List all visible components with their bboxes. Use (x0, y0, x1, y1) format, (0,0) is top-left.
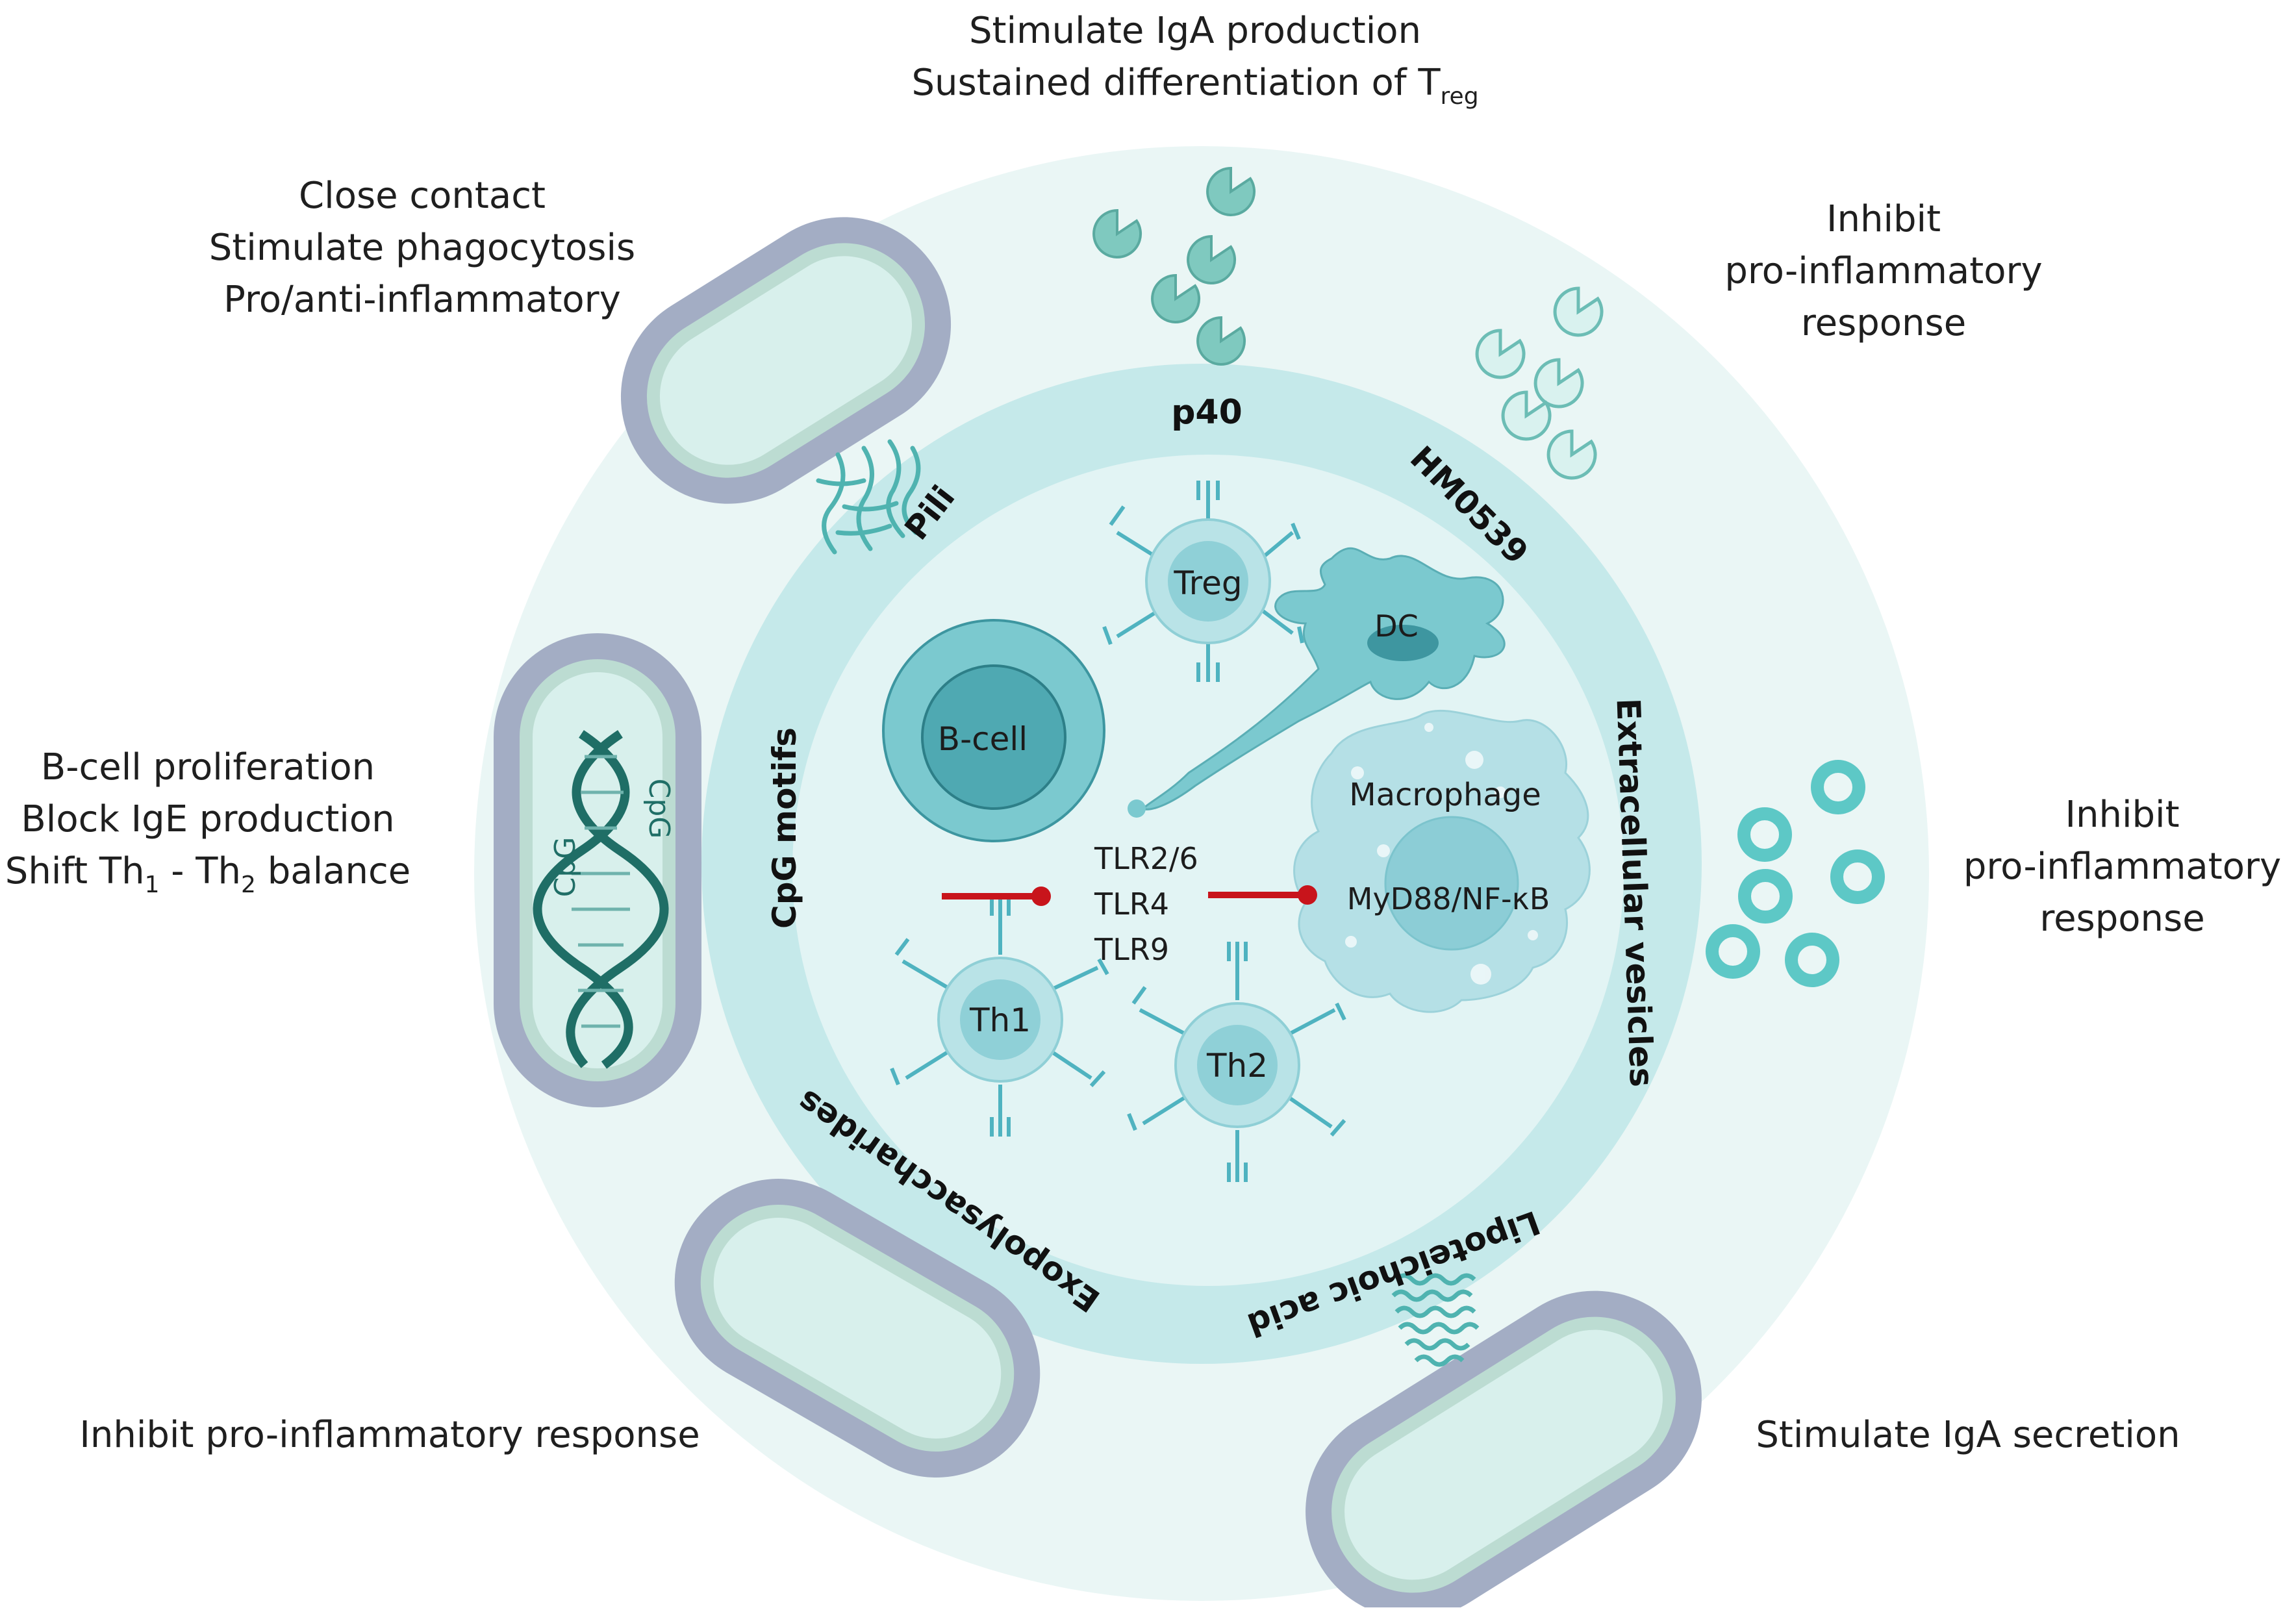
tlr-label-2: TLR4 (1094, 887, 1169, 922)
dc-dendrite-tip (1128, 799, 1146, 818)
effect-left: B-cell proliferation Block IgE productio… (0, 742, 416, 898)
effect-top-left: Close contact Stimulate phagocytosis Pro… (195, 170, 650, 326)
effect-top-left-line3: Pro/anti-inflammatory (223, 279, 621, 321)
ring-label-cpg-motifs: CpG motifs (766, 727, 803, 929)
effect-top-left-line2: Stimulate phagocytosis (208, 227, 636, 269)
dc-label: DC (1374, 609, 1419, 644)
effect-top-left-line1: Close contact (299, 175, 546, 217)
effect-top-right-line3: response (1800, 302, 1967, 344)
b-cell-label: B-cell (938, 720, 1028, 758)
p40-molecules (1092, 166, 1256, 366)
hm0539-molecules (1475, 286, 1604, 480)
macrophage-label: Macrophage (1349, 777, 1541, 813)
effect-right-line3: response (2039, 898, 2205, 940)
effect-right: Inhibit pro-inflammatory response (1949, 789, 2296, 945)
effect-left-line3: Shift Th1 - Th2 balance (5, 850, 411, 898)
effect-top-right-line1: Inhibit (1826, 198, 1941, 240)
effect-bottom-right-line1: Stimulate IgA secretion (1756, 1414, 2180, 1456)
effect-bottom-left-line1: Inhibit pro-inflammatory response (79, 1414, 700, 1456)
bacterium-left (494, 633, 701, 1107)
effect-right-line2: pro-inflammatory (1963, 846, 2282, 888)
effect-bottom-right: Stimulate IgA secretion (1676, 1409, 2260, 1461)
tlr-label-3: TLR9 (1094, 932, 1169, 967)
lipoteichoic-acid-icon (1391, 1273, 1480, 1367)
effect-top-line1: Stimulate IgA production (968, 10, 1422, 52)
effect-bottom-left: Inhibit pro-inflammatory response (52, 1409, 727, 1461)
bacterium-bottom-right (1306, 1290, 1702, 1610)
macrophage-nucleus (1384, 816, 1519, 951)
effect-top-line2: Sustained differentiation of Treg (911, 62, 1479, 110)
cpg-label-a: CpG (642, 779, 675, 839)
pili-icon (816, 439, 921, 555)
th1-label: Th1 (969, 1001, 1031, 1039)
b-cell-nucleus (921, 664, 1066, 810)
bacterium-bottom-left (674, 1179, 1041, 1478)
treg-label: Treg (1173, 564, 1242, 602)
th2-label: Th2 (1206, 1047, 1268, 1085)
effect-top-right: Inhibit pro-inflammatory response (1656, 194, 2111, 349)
effect-right-line1: Inhibit (2065, 794, 2180, 836)
cpg-label-b: CpG (549, 837, 582, 898)
effect-top-right-line2: pro-inflammatory (1724, 250, 2043, 292)
dna-icon (533, 730, 669, 1069)
effect-left-line2: Block IgE production (21, 798, 395, 840)
tlr-label-1: TLR2/6 (1094, 841, 1198, 876)
inhibition-line-left (942, 887, 1051, 906)
bacterium-top-left (620, 217, 952, 504)
dendritic-cell (1141, 547, 1506, 811)
th2-cell (1127, 942, 1346, 1182)
dc-nucleus (1367, 625, 1439, 661)
macrophage-vacuoles (1345, 723, 1538, 985)
effect-top: Stimulate IgA production Sustained diffe… (883, 5, 1507, 109)
th1-cell (890, 896, 1109, 1137)
ring-label-p40: p40 (1171, 393, 1243, 432)
extracellular-vesicle-icons (1706, 760, 1885, 987)
myd88-label: MyD88/NF-κB (1347, 881, 1550, 916)
treg-cell (1102, 481, 1304, 682)
effect-left-line1: B-cell proliferation (40, 746, 375, 788)
inhibition-line-right (1208, 885, 1317, 905)
dna-rungs (572, 755, 630, 1028)
